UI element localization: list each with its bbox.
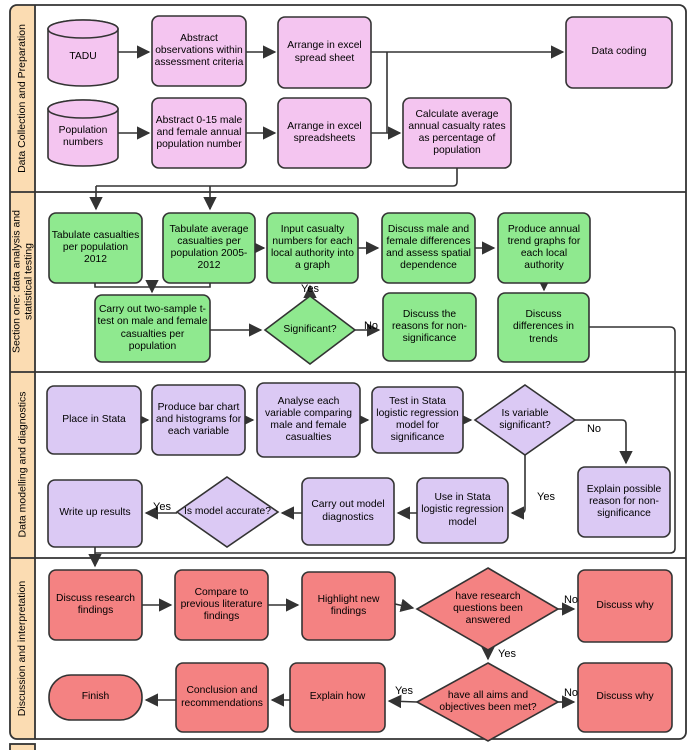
swimlane-pool	[9, 4, 687, 750]
lane3-shapes	[46, 382, 671, 548]
lane2-shapes	[48, 212, 591, 366]
lane1-shapes	[47, 15, 673, 169]
lane4-shapes	[48, 567, 673, 742]
connectors	[88, 45, 676, 709]
